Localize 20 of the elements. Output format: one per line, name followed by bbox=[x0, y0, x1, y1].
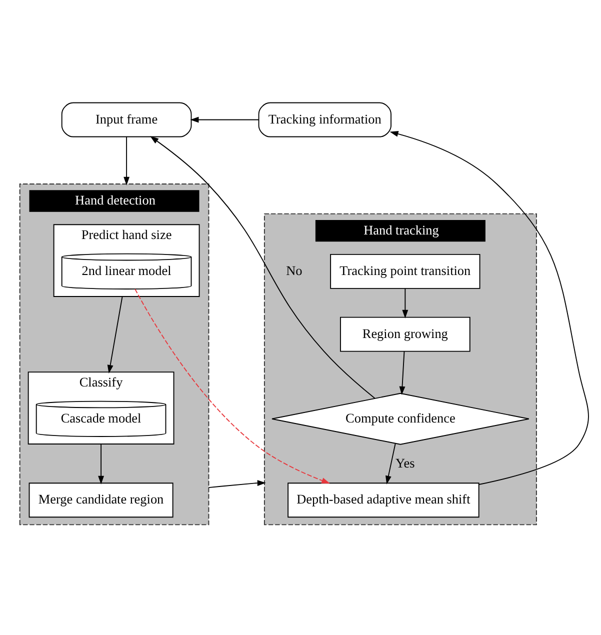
edge-label: No bbox=[286, 262, 302, 278]
arrow bbox=[150, 136, 376, 399]
arrow bbox=[134, 288, 330, 484]
arrow bbox=[390, 131, 589, 485]
node-box: Input frame bbox=[61, 102, 192, 138]
arrow bbox=[98, 444, 104, 484]
edge-label: Yes bbox=[396, 455, 415, 470]
arrow bbox=[386, 443, 396, 484]
arrow bbox=[107, 296, 123, 374]
node-box: Tracking point transition bbox=[330, 254, 480, 289]
arrow bbox=[190, 116, 259, 123]
arrow bbox=[402, 288, 408, 318]
node-diamond: Compute confidence bbox=[272, 392, 530, 445]
node-box: Region growing bbox=[340, 316, 470, 352]
node-box: Tracking information bbox=[258, 102, 392, 138]
node-box: Merge candidate region bbox=[28, 482, 174, 518]
node-box: Depth-based adaptive mean shift bbox=[288, 482, 480, 518]
arrow bbox=[399, 351, 406, 395]
arrow bbox=[124, 136, 130, 186]
arrow bbox=[208, 480, 266, 488]
